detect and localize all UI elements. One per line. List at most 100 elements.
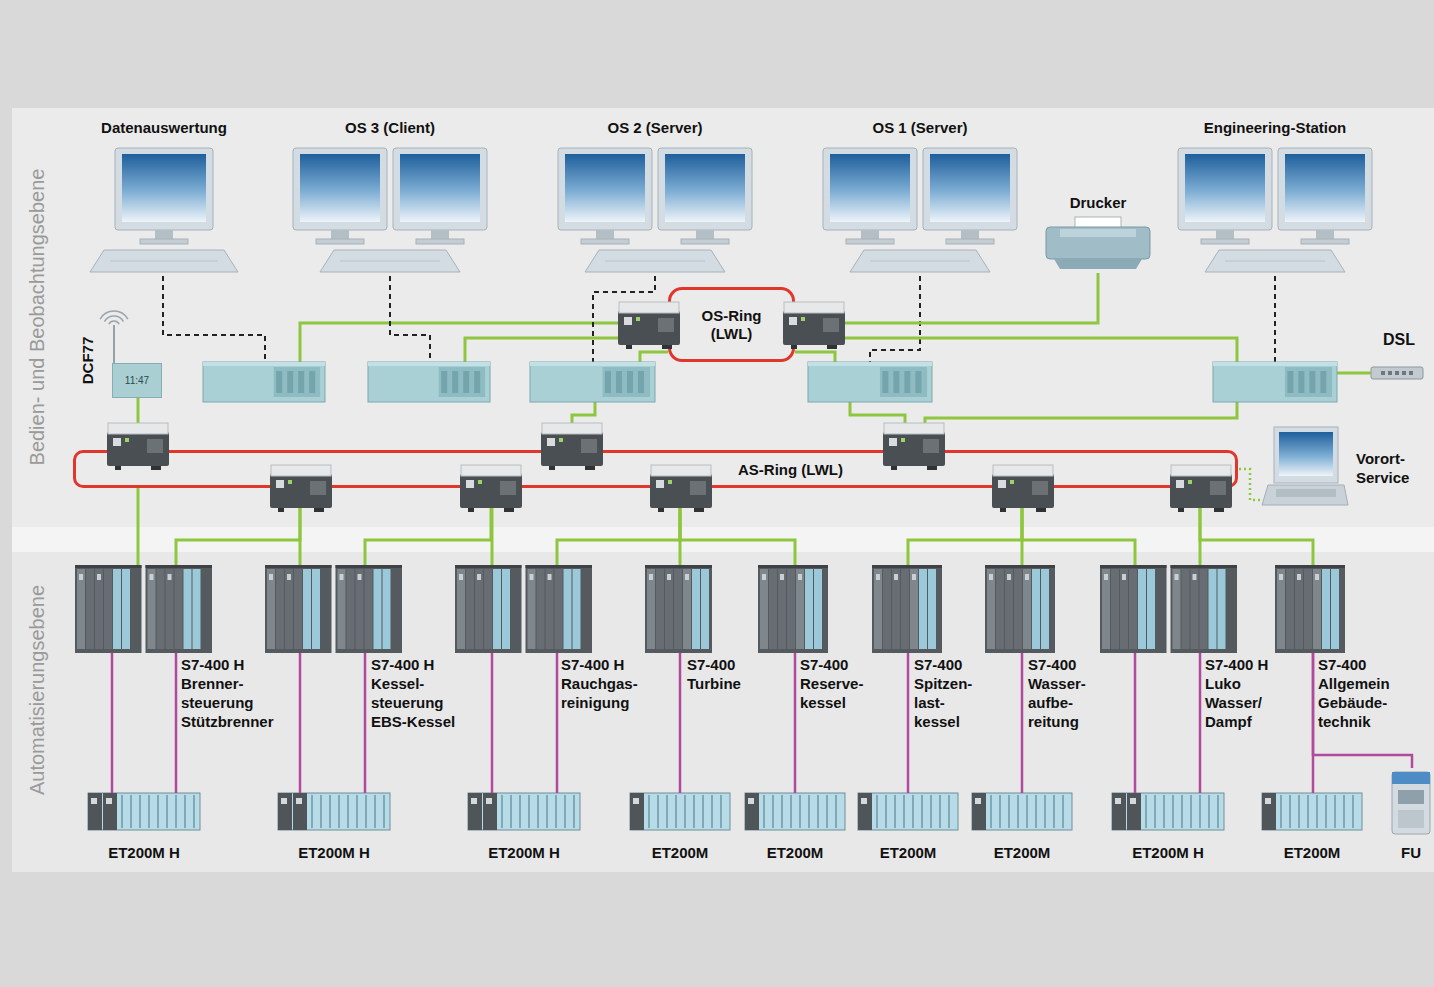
io-module-edge <box>817 795 819 828</box>
pc-bay <box>915 371 921 393</box>
receiver-title-box: DCF77 <box>78 336 97 384</box>
s7-rack <box>1100 565 1237 653</box>
io-module-edge <box>1217 795 1219 828</box>
controller-label: S7-400 HBrenner- steuerung Stützbrenner <box>181 655 289 731</box>
rack-module <box>303 569 311 649</box>
io-rail <box>88 793 200 830</box>
module-led <box>358 574 362 580</box>
radio-wave <box>104 316 123 322</box>
io-module-edge <box>1053 795 1055 828</box>
rack-module <box>374 569 382 649</box>
io-module-edge <box>1289 795 1291 828</box>
ctl-node: S7-400Spitzen- last- kessel <box>872 565 982 735</box>
module-led <box>477 574 481 580</box>
controller-label: S7-400Turbine <box>687 655 755 693</box>
controller-function: Wasser- aufbe- reitung <box>1028 674 1098 731</box>
rack-module <box>528 569 536 649</box>
monitor-stand <box>1316 230 1334 239</box>
pc-bay <box>474 371 480 393</box>
interface-module <box>858 793 872 830</box>
io-module-edge <box>921 795 923 828</box>
ws-node: Engineering-Station <box>1175 118 1375 276</box>
ctl-node: S7-400Allgemein Gebäude- technik <box>1275 565 1428 735</box>
et200m-title-box: ET200M H <box>1112 843 1224 862</box>
clock-box: 11:47 <box>112 363 162 398</box>
module-led <box>1175 574 1179 580</box>
network-link <box>138 398 139 450</box>
rack-module <box>484 569 492 649</box>
switch-panel <box>823 318 839 332</box>
switch-panel <box>310 481 326 495</box>
network-link <box>1022 488 1135 565</box>
switch-cap <box>542 423 602 434</box>
io-rail <box>745 793 845 830</box>
io-module-edge <box>320 795 322 828</box>
network-link <box>365 488 491 565</box>
io-module-edge <box>537 795 539 828</box>
station-title: OS 1 (Server) <box>820 118 1020 137</box>
rack-module <box>1331 569 1339 649</box>
io-module-edge <box>799 795 801 828</box>
monitor-frame <box>393 148 487 230</box>
rack-module <box>1129 569 1137 649</box>
service-link <box>1238 469 1260 500</box>
profibus-cable <box>679 653 682 793</box>
io-module-edge <box>139 795 141 828</box>
pc-bay <box>452 371 458 393</box>
et-node: ET200M <box>1262 793 1362 863</box>
module-led <box>1115 798 1121 804</box>
rack-module <box>1286 569 1294 649</box>
switch-port <box>504 508 514 512</box>
io-module-edge <box>885 795 887 828</box>
interface-module <box>88 793 102 830</box>
drive-top <box>1392 772 1430 784</box>
io-module-edge <box>1181 795 1183 828</box>
monitor-screen <box>300 154 380 222</box>
rack-module <box>910 569 918 649</box>
pc-bay <box>616 371 622 393</box>
monitor-stand <box>596 230 614 239</box>
interface-module <box>745 793 759 830</box>
network-link <box>908 488 1022 565</box>
drive-title-box: FU <box>1390 843 1432 862</box>
io-module-edge <box>1145 795 1147 828</box>
module-led <box>1193 574 1197 580</box>
pr-node: Drucker <box>1040 193 1156 276</box>
rack-module <box>175 569 183 649</box>
io-module-edge <box>347 795 349 828</box>
network-link <box>795 276 920 362</box>
rack-module <box>285 569 293 649</box>
pc-bay <box>605 371 611 393</box>
switch-port <box>624 317 632 325</box>
et200m-title-box: ET200M <box>630 843 730 862</box>
rack-module <box>778 569 786 649</box>
io-module-edge <box>166 795 168 828</box>
monitor-foot <box>316 239 364 244</box>
switch <box>783 311 845 345</box>
module-led <box>150 574 154 580</box>
module-led <box>667 574 671 580</box>
rack-rail <box>1171 565 1238 568</box>
switch-port <box>658 508 664 512</box>
monitor-foot <box>846 239 894 244</box>
switch-cap <box>651 465 711 476</box>
network-link <box>1135 653 1136 793</box>
ws-node: OS 1 (Server) <box>820 118 1020 276</box>
ctl-node: S7-400Wasser- aufbe- reitung <box>985 565 1098 735</box>
network-cable <box>572 402 595 427</box>
rack-module <box>1209 569 1217 649</box>
interface-module <box>278 793 292 830</box>
io-module-edge <box>1017 795 1019 828</box>
rack-module <box>1102 569 1110 649</box>
rack-module <box>113 569 121 649</box>
monitor-stand <box>155 230 173 239</box>
radio-wave <box>109 321 119 324</box>
io-module-edge <box>157 795 159 828</box>
io-module-edge <box>1325 795 1327 828</box>
controller-type: S7-400 H <box>561 655 655 674</box>
network-link <box>1275 276 1371 373</box>
workstation-icon <box>290 146 490 276</box>
controller-label: S7-400 HRauchgas- reinigung <box>561 655 655 712</box>
rack-module <box>466 569 474 649</box>
rack <box>985 565 1055 653</box>
